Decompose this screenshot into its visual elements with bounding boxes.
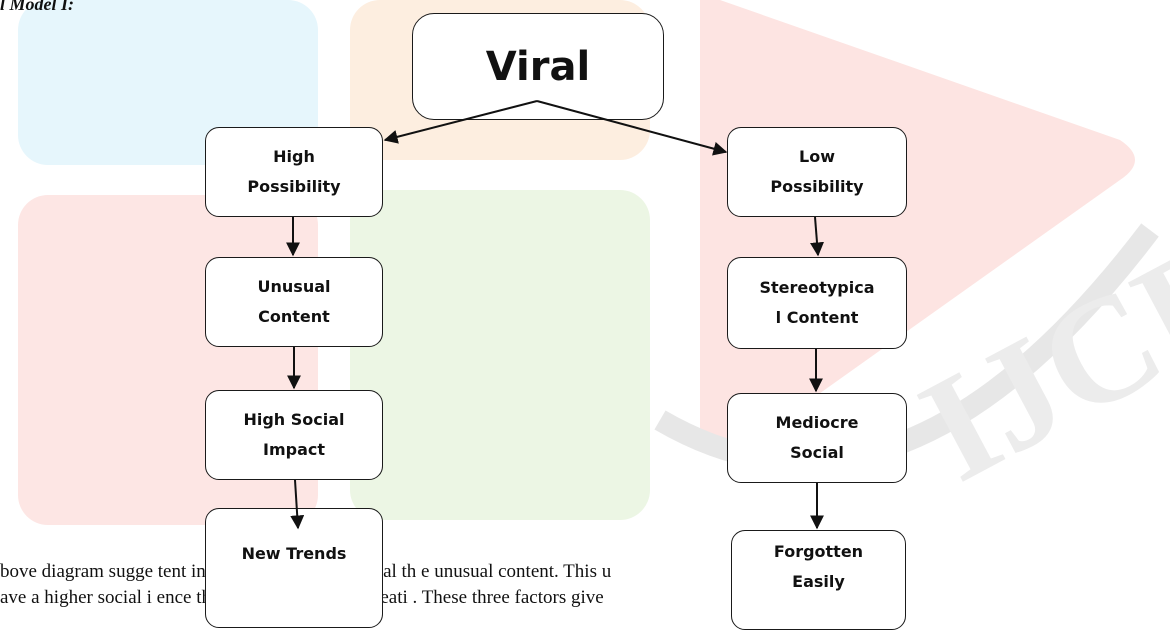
- new-trends-label: New Trends: [241, 544, 347, 563]
- viral-node-label: Viral: [485, 43, 591, 90]
- arrow-high-social-impact-to-new-trends: [290, 479, 305, 530]
- arrow-viral-to-low-possibility: [536, 100, 728, 156]
- forgotten-easily-label: Forgotten Easily: [773, 542, 864, 591]
- mediocre-social-label: Mediocre Social: [775, 413, 859, 462]
- stereotypical-content-label: Stereotypica l Content: [759, 278, 875, 327]
- high-possibility-node: High Possibility: [205, 127, 383, 217]
- low-possibility-label: Low Possibility: [770, 147, 864, 196]
- stereotypical-content-node: Stereotypica l Content: [727, 257, 907, 349]
- unusual-content-label: Unusual Content: [257, 277, 331, 326]
- high-social-impact-node: High Social Impact: [205, 390, 383, 480]
- unusual-content-node: Unusual Content: [205, 257, 383, 347]
- mediocre-social-node: Mediocre Social: [727, 393, 907, 483]
- arrow-low-possibility-to-stereotypical-content: [810, 216, 824, 257]
- low-possibility-node: Low Possibility: [727, 127, 907, 217]
- watermark-cyan-tile: [18, 0, 318, 165]
- watermark-green-tile: [350, 190, 650, 520]
- forgotten-easily-node: Forgotten Easily: [731, 530, 906, 630]
- high-possibility-label: High Possibility: [247, 147, 341, 196]
- high-social-impact-label: High Social Impact: [243, 410, 345, 459]
- arrow-viral-to-high-possibility: [383, 100, 538, 144]
- new-trends-node: New Trends: [205, 508, 383, 628]
- model-label: l Model I:: [0, 0, 74, 14]
